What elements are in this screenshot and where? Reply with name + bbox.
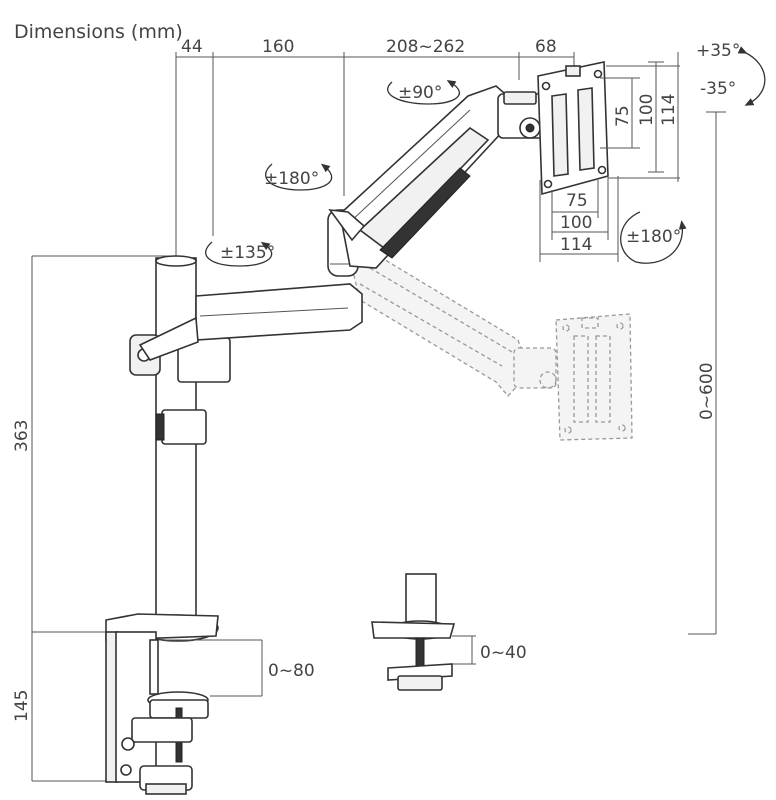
dim-0-600: 0~600 — [697, 362, 717, 420]
cable-clip — [155, 409, 207, 445]
vesa-dims-vertical — [600, 52, 680, 182]
lowered-arm-ghost — [351, 251, 633, 441]
vesa-100-horizontal: 100 — [560, 213, 592, 233]
swivel-135-arrow — [205, 241, 273, 267]
tilt-down-label: -35° — [700, 79, 736, 99]
desk-range-label: 0~80 — [268, 661, 315, 681]
vesa-75-vertical: 75 — [613, 105, 633, 127]
swivel-135-label: ±135° — [220, 243, 275, 263]
vesa-plate — [537, 61, 609, 196]
dim-363: 363 — [12, 420, 32, 452]
grommet-range-label: 0~40 — [480, 643, 527, 663]
dim-68: 68 — [535, 37, 557, 57]
dim-44: 44 — [181, 37, 203, 57]
dim-160: 160 — [262, 37, 294, 57]
swivel-180-label: ±180° — [264, 169, 319, 189]
vesa-100-vertical: 100 — [637, 94, 657, 126]
upper-arm — [328, 85, 511, 269]
grommet-thickness-dimension — [452, 635, 476, 665]
desk-thickness-dimension — [158, 639, 263, 697]
vesa-114-horizontal: 114 — [560, 235, 592, 255]
vesa-dims-horizontal — [539, 176, 619, 262]
rotate-180-label: ±180° — [626, 227, 681, 247]
swivel-90-label: ±90° — [398, 83, 442, 103]
height-range-dimension — [688, 111, 726, 635]
grommet-clamp — [371, 573, 456, 691]
dim-145: 145 — [12, 690, 32, 722]
tilt-head — [497, 91, 545, 139]
swivel-180-arrow — [265, 163, 333, 191]
swivel-90-arrow — [387, 79, 461, 105]
rotate-180-arrow — [620, 211, 687, 264]
desk-clamp — [105, 613, 219, 795]
arm-base-collar — [129, 334, 231, 383]
dim-208-262: 208~262 — [386, 37, 465, 57]
tilt-arrow — [737, 46, 766, 106]
tilt-up-label: +35° — [696, 41, 740, 61]
diagram-title: Dimensions (mm) — [14, 21, 183, 43]
vesa-114-vertical: 114 — [659, 94, 679, 126]
vesa-75-horizontal: 75 — [566, 191, 588, 211]
pole-height-dimension — [31, 255, 176, 782]
top-dimension-line — [175, 52, 575, 256]
lower-arm — [138, 283, 363, 361]
